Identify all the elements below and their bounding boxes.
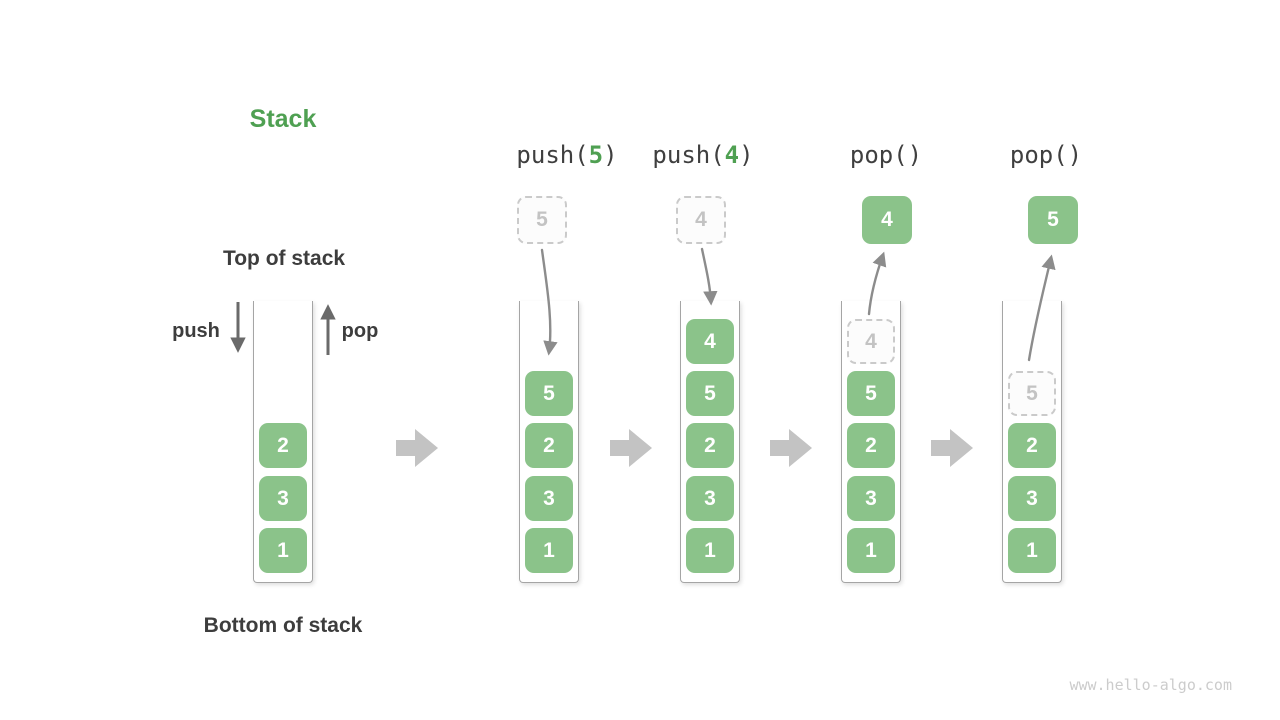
step-arrow-icon	[610, 429, 652, 467]
op-suffix: )	[603, 141, 618, 169]
stack-item-solid: 1	[525, 528, 573, 573]
stack-item-solid: 5	[525, 371, 573, 416]
stack-item-solid: 5	[686, 371, 734, 416]
stack-item-solid: 4	[686, 319, 734, 364]
bottom-of-stack-label: Bottom of stack	[203, 614, 363, 637]
stack-item-solid: 3	[1008, 476, 1056, 521]
op-arg: 5	[588, 141, 604, 169]
op-arg: 4	[724, 141, 740, 169]
watermark: www.hello-algo.com	[1069, 676, 1232, 694]
stack-item-solid: 2	[525, 423, 573, 468]
op-prefix: pop()	[849, 141, 923, 169]
op-prefix: push(	[652, 141, 725, 169]
floating-dashed-box: 5	[517, 196, 567, 244]
push-4-curve-arrow-icon	[700, 247, 718, 306]
op-label-after-pop-4: pop()	[850, 141, 922, 169]
step-arrow-icon	[770, 429, 812, 467]
stack-item-solid: 1	[259, 528, 307, 573]
op-label-after-push-4: push(4)	[652, 141, 753, 169]
stack-item-solid: 2	[847, 423, 895, 468]
op-prefix: push(	[516, 141, 589, 169]
stack-item-solid: 1	[1008, 528, 1056, 573]
stack-item-solid: 1	[847, 528, 895, 573]
step-arrow-icon	[396, 429, 438, 467]
stack-item-solid: 2	[686, 423, 734, 468]
stack-item-solid: 5	[847, 371, 895, 416]
op-label-after-pop-5: pop()	[1010, 141, 1082, 169]
floating-solid-box: 4	[862, 196, 912, 244]
floating-dashed-box: 4	[676, 196, 726, 244]
stack-item-solid: 1	[686, 528, 734, 573]
stack-item-solid: 3	[847, 476, 895, 521]
top-of-stack-label: Top of stack	[222, 247, 346, 270]
floating-solid-box: 5	[1028, 196, 1078, 244]
step-arrow-icon	[931, 429, 973, 467]
stack-item-solid: 3	[259, 476, 307, 521]
pop-label: pop	[341, 320, 379, 342]
stack-item-solid: 3	[525, 476, 573, 521]
stack-item-dashed: 4	[847, 319, 895, 364]
stack-item-solid: 3	[686, 476, 734, 521]
op-suffix: )	[739, 141, 754, 169]
stack-item-solid: 2	[259, 423, 307, 468]
op-prefix: pop()	[1009, 141, 1083, 169]
push-label: push	[172, 320, 220, 342]
stack-item-solid: 2	[1008, 423, 1056, 468]
stack-item-dashed: 5	[1008, 371, 1056, 416]
diagram-title: Stack	[249, 105, 317, 133]
op-label-after-push-5: push(5)	[516, 141, 617, 169]
